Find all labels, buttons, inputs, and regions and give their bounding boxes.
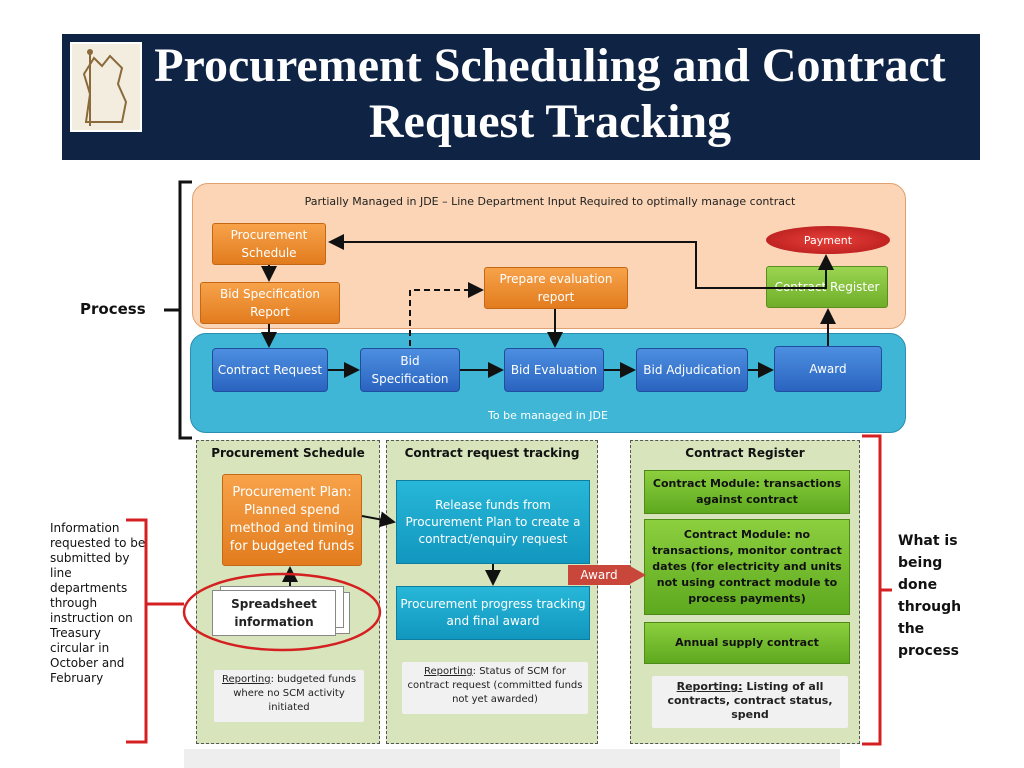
dashed-arrow-to-evaluation (409, 282, 484, 346)
contract-module-transactions-box: Contract Module: transactions against co… (644, 470, 850, 514)
award-arrow-label: Award (568, 565, 630, 585)
arrow-register-to-schedule (328, 234, 827, 289)
step-bid-specification: Bid Specification (360, 348, 460, 392)
title-banner (62, 34, 980, 160)
bottom-band (184, 749, 840, 768)
schedule-column-heading: Procurement Schedule (211, 446, 365, 460)
step-bid-adjudication: Bid Adjudication (636, 348, 748, 392)
register-reporting-key: Reporting: (676, 680, 743, 693)
process-label: Process (80, 300, 146, 318)
register-reporting-text: Listing of all contracts, contract statu… (667, 680, 833, 721)
step-bid-evaluation: Bid Evaluation (504, 348, 604, 392)
register-column-heading: Contract Register (685, 446, 805, 460)
arrow-plan-to-release (361, 511, 396, 528)
left-information-note: Information requested to be submitted by… (50, 521, 146, 685)
spreadsheet-highlight-ellipse (182, 572, 382, 652)
process-bracket (164, 180, 192, 440)
step-contract-request: Contract Request (212, 348, 328, 392)
spreadsheet-information-box: Spreadsheet information (212, 590, 336, 636)
award-arrow-head (630, 566, 646, 584)
procurement-progress-box: Procurement progress tracking and final … (396, 586, 590, 640)
bid-specification-report-box: Bid Specification Report (200, 282, 340, 324)
contract-module-no-transactions-box: Contract Module: no transactions, monito… (644, 519, 850, 615)
schedule-reporting-key: Reporting (221, 674, 271, 685)
crest-logo (70, 42, 142, 132)
tracking-reporting-key: Reporting (424, 666, 473, 677)
right-what-is-done-note: What is being done through the process (898, 533, 962, 659)
register-reporting-note: Reporting: Listing of all contracts, con… (652, 676, 848, 728)
schedule-reporting-text: : budgeted funds where no SCM activity i… (233, 674, 357, 713)
right-red-bracket (862, 434, 892, 746)
procurement-schedule-box: Procurement Schedule (212, 223, 326, 265)
annual-supply-contract-box: Annual supply contract (644, 622, 850, 664)
schedule-reporting-note: Reporting: budgeted funds where no SCM a… (214, 670, 364, 722)
release-funds-box: Release funds from Procurement Plan to c… (396, 480, 590, 564)
left-red-bracket (126, 518, 184, 744)
tracking-reporting-text: : Status of SCM for contract request (co… (407, 666, 583, 705)
tracking-column-heading: Contract request tracking (404, 446, 580, 460)
payment-ellipse: Payment (766, 226, 890, 254)
blue-panel-caption: To be managed in JDE (488, 409, 608, 422)
tracking-reporting-note: Reporting: Status of SCM for contract re… (402, 662, 588, 714)
step-award: Award (774, 346, 882, 392)
orange-panel-caption: Partially Managed in JDE – Line Departme… (304, 195, 796, 208)
procurement-plan-box: Procurement Plan: Planned spend method a… (222, 474, 362, 566)
page-title: Procurement Scheduling and Contract Requ… (154, 39, 946, 148)
prepare-evaluation-report-box: Prepare evaluation report (484, 267, 628, 309)
